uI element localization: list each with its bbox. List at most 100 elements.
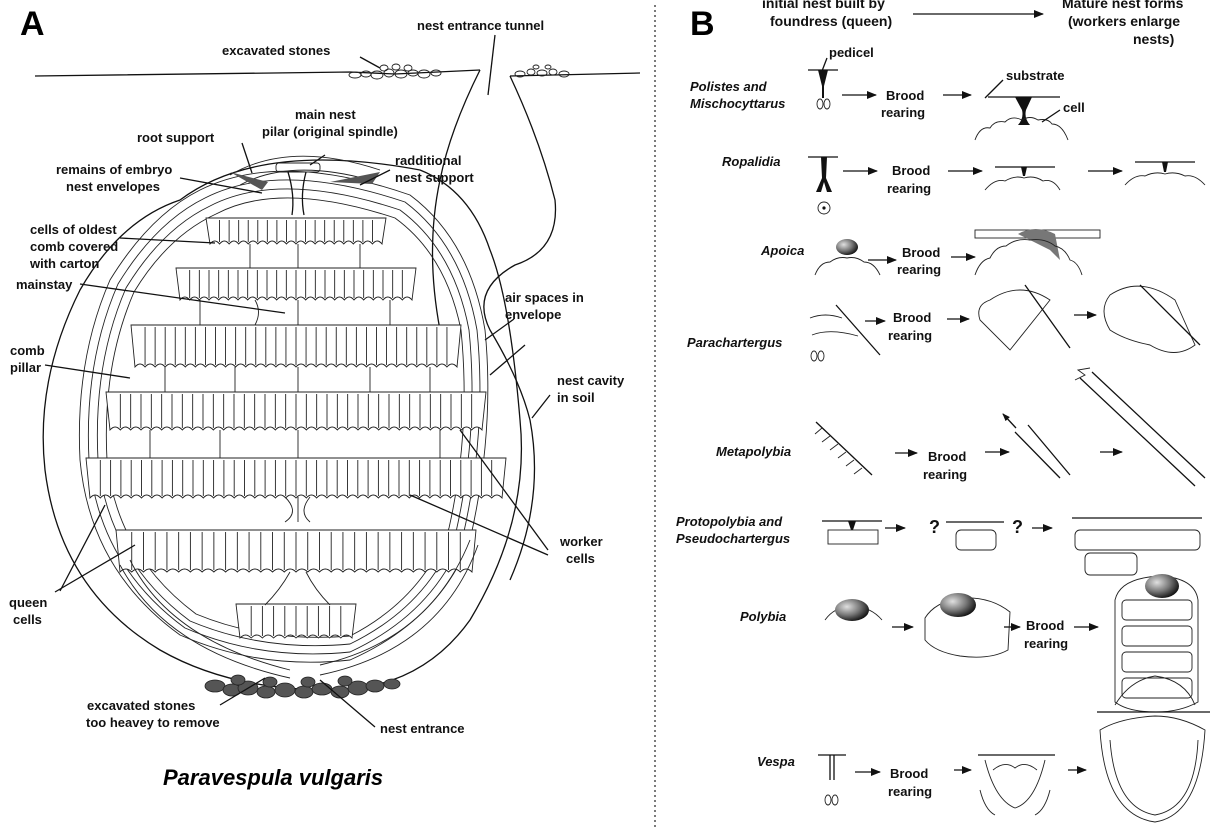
row-polybia: Brood rearing: [825, 574, 1198, 712]
label-radditional-2: nest support: [395, 170, 474, 185]
brood-7: Brood: [1026, 618, 1064, 633]
additional-support-shade: [330, 172, 380, 184]
label-cavity-1: nest cavity: [557, 373, 625, 388]
taxon-1-line1: Polistes and: [690, 79, 768, 94]
ground-surface-left: [35, 70, 480, 76]
label-remains-1: remains of embryo: [56, 162, 172, 177]
label-excavated-stones: excavated stones: [222, 43, 330, 58]
label-mainstay: mainstay: [16, 277, 73, 292]
question-1: ?: [929, 517, 940, 537]
label-substrate: substrate: [1006, 68, 1065, 83]
comb-2: [176, 268, 416, 300]
label-comb-1: comb: [10, 343, 45, 358]
label-nest-entrance-tunnel: nest entrance tunnel: [417, 18, 544, 33]
row-ropalidia: Brood rearing: [808, 157, 1205, 214]
panel-a: A: [9, 5, 640, 790]
taxon-6-line1: Protopolybia and: [676, 514, 783, 529]
rearing-3: rearing: [897, 262, 941, 277]
panel-b: B initial nest built by foundress (queen…: [676, 0, 1210, 822]
row-metapolybia: Brood rearing: [815, 368, 1205, 486]
header-right-1: Mature nest forms: [1062, 0, 1184, 11]
label-cavity-2: in soil: [557, 390, 595, 405]
brood-1: Brood: [886, 88, 924, 103]
taxon-1-line2: Mischocyttarus: [690, 96, 785, 111]
heavy-stone: [301, 677, 315, 687]
polybia-comb-tier: [1122, 652, 1192, 672]
taxon-4: Parachartergus: [687, 335, 782, 350]
label-air-2: envelope: [505, 307, 561, 322]
species-caption: Paravespula vulgaris: [163, 765, 383, 790]
heavy-stone: [312, 683, 332, 695]
comb-6: [116, 530, 476, 572]
label-nest-entrance: nest entrance: [380, 721, 465, 736]
panel-b-letter: B: [690, 5, 715, 43]
brood-2: Brood: [892, 163, 930, 178]
taxon-8: Vespa: [757, 754, 795, 769]
label-remains-2: nest envelopes: [66, 179, 160, 194]
heavy-stone: [295, 686, 313, 698]
rearing-4: rearing: [888, 328, 932, 343]
polybia-comb-tier: [1122, 600, 1192, 620]
label-air-1: air spaces in: [505, 290, 584, 305]
brood-5: Brood: [928, 449, 966, 464]
taxon-5: Metapolybia: [716, 444, 791, 459]
brood-4: Brood: [893, 310, 931, 325]
rearing-7: rearing: [1024, 636, 1068, 651]
polybia-comb-tier: [1122, 678, 1192, 698]
taxon-7: Polybia: [740, 609, 786, 624]
label-oldest-2: comb covered: [30, 239, 118, 254]
rearing-2: rearing: [887, 181, 931, 196]
header-left-2: foundress (queen): [770, 13, 892, 29]
row-protopolybia: ? ?: [822, 517, 1202, 575]
heavy-stone: [231, 675, 245, 685]
label-radditional-1: radditional: [395, 153, 461, 168]
label-main-nest-1: main nest: [295, 107, 356, 122]
taxon-6-line2: Pseudochartergus: [676, 531, 790, 546]
tunnel-left-wall: [433, 70, 481, 330]
header-right-2: (workers enlarge: [1068, 13, 1180, 29]
label-pedicel: pedicel: [829, 45, 874, 60]
taxon-2: Ropalidia: [722, 154, 781, 169]
brood-3: Brood: [902, 245, 940, 260]
label-worker-1: worker: [559, 534, 603, 549]
heavy-stones: [205, 675, 400, 698]
row-parachartergus: Brood rearing: [810, 285, 1200, 361]
rearing-1: rearing: [881, 105, 925, 120]
question-2: ?: [1012, 517, 1023, 537]
label-heavy-2: too heavey to remove: [86, 715, 220, 730]
label-main-nest-2: pilar (original spindle): [262, 124, 398, 139]
heavy-stone: [366, 680, 384, 692]
heavy-stone: [205, 680, 225, 692]
header-left-1: initial nest built by: [762, 0, 885, 11]
polybia-comb-tier: [1122, 626, 1192, 646]
heavy-stone: [338, 676, 352, 686]
row-polistes: pedicel Brood rearing substrate cell: [808, 45, 1085, 140]
brood-8: Brood: [890, 766, 928, 781]
label-queen-1: queen: [9, 595, 47, 610]
header-right-3: nests): [1133, 31, 1174, 47]
heavy-stone: [384, 679, 400, 689]
taxon-3: Apoica: [760, 243, 804, 258]
main-pilar: [288, 172, 306, 215]
heavy-stone: [257, 686, 275, 698]
root-support-shade: [230, 172, 268, 190]
label-queen-2: cells: [13, 612, 42, 627]
label-root-support: root support: [137, 130, 215, 145]
label-comb-2: pillar: [10, 360, 41, 375]
label-oldest-1: cells of oldest: [30, 222, 117, 237]
label-heavy-1: excavated stones: [87, 698, 195, 713]
comb-1: [206, 218, 386, 244]
rearing-8: rearing: [888, 784, 932, 799]
rearing-5: rearing: [923, 467, 967, 482]
label-worker-2: cells: [566, 551, 595, 566]
comb-7: [236, 604, 356, 638]
comb-5: [86, 458, 506, 498]
label-cell: cell: [1063, 100, 1085, 115]
comb-3: [131, 325, 461, 367]
tunnel-right-wall: [484, 76, 556, 580]
panel-a-letter: A: [20, 5, 45, 43]
row-apoica: Brood rearing: [815, 229, 1100, 277]
heavy-stone: [275, 683, 295, 697]
comb-4: [106, 392, 486, 430]
